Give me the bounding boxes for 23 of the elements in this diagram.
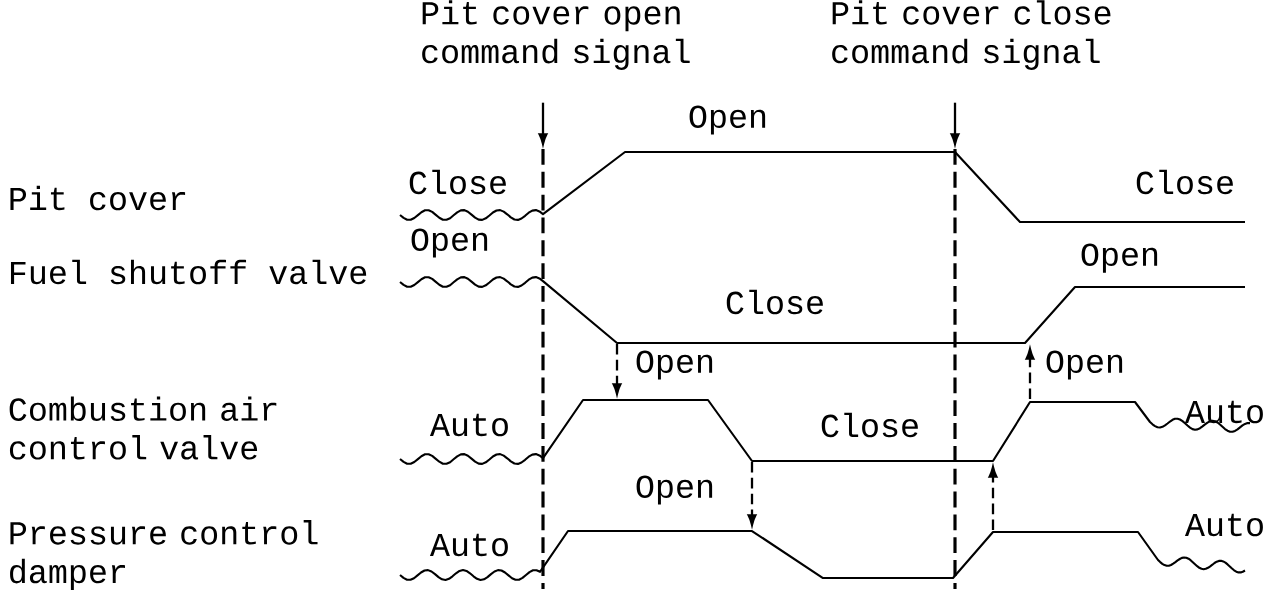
row-label: Pit cover xyxy=(10,185,186,211)
time-marker-line xyxy=(953,149,957,589)
state-label: Open xyxy=(636,350,713,380)
row-label: Fuel shutoff valve xyxy=(11,259,367,285)
state-label: Open xyxy=(1081,243,1158,273)
state-label: Open xyxy=(1046,350,1123,380)
state-label: Open xyxy=(411,228,488,258)
state-label: Auto xyxy=(429,533,508,557)
signal-label: Pit cover open command signal xyxy=(422,0,690,70)
signal-label: Pit cover close command signal xyxy=(832,0,1111,70)
state-label: Close xyxy=(726,289,823,315)
state-label: Close xyxy=(821,412,918,438)
state-label: Auto xyxy=(1184,400,1263,424)
state-label: Close xyxy=(409,169,506,195)
state-label: Auto xyxy=(429,413,508,437)
waveform xyxy=(399,276,1245,345)
state-label: Auto xyxy=(1184,513,1263,537)
row-label: Combustion air control valve xyxy=(9,396,277,460)
row-label: Pressure control damper xyxy=(10,520,318,590)
waveform xyxy=(399,150,1245,224)
state-label: Close xyxy=(1136,169,1233,195)
state-label: Open xyxy=(636,475,713,505)
time-marker-line xyxy=(541,149,545,589)
